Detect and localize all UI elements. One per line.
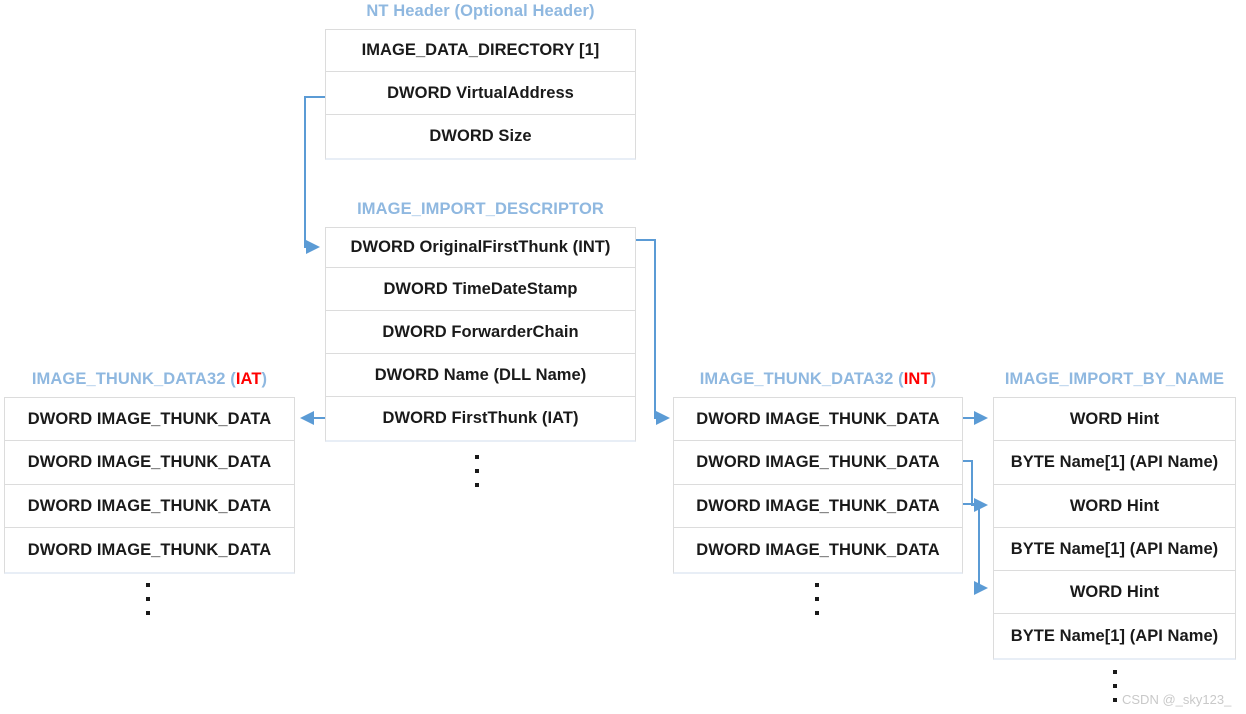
- table-row[interactable]: DWORD IMAGE_THUNK_DATA: [674, 528, 962, 572]
- block-import-descriptor: IMAGE_IMPORT_DESCRIPTOR DWORD OriginalFi…: [325, 200, 636, 442]
- table-row[interactable]: BYTE Name[1] (API Name): [994, 441, 1235, 485]
- thunk-int-title-highlight: INT: [903, 370, 931, 388]
- table-row[interactable]: DWORD Size: [326, 115, 635, 158]
- nt-header-table: IMAGE_DATA_DIRECTORY [1] DWORD VirtualAd…: [325, 29, 636, 160]
- thunk-iat-title-highlight: IAT: [235, 370, 262, 388]
- table-row[interactable]: DWORD ForwarderChain: [326, 311, 635, 354]
- table-row[interactable]: DWORD IMAGE_THUNK_DATA: [674, 398, 962, 441]
- import-by-name-table: WORD Hint BYTE Name[1] (API Name) WORD H…: [993, 397, 1236, 660]
- table-row[interactable]: WORD Hint: [994, 398, 1235, 441]
- thunk-int-title: IMAGE_THUNK_DATA32 (INT): [673, 370, 963, 389]
- table-row[interactable]: DWORD FirstThunk (IAT): [326, 397, 635, 440]
- table-row[interactable]: BYTE Name[1] (API Name): [994, 528, 1235, 571]
- connector-int-row2-to-hint2: [962, 460, 988, 512]
- import-descriptor-title: IMAGE_IMPORT_DESCRIPTOR: [357, 200, 604, 218]
- nt-header-title: NT Header (Optional Header): [366, 2, 595, 20]
- table-row[interactable]: DWORD TimeDateStamp: [326, 268, 635, 311]
- table-row[interactable]: DWORD IMAGE_THUNK_DATA: [674, 485, 962, 528]
- import-by-name-title: IMAGE_IMPORT_BY_NAME: [1004, 370, 1225, 388]
- block-nt-header: NT Header (Optional Header) IMAGE_DATA_D…: [325, 2, 636, 162]
- connector-originalfirstthunk-to-int: [636, 239, 670, 425]
- table-row[interactable]: IMAGE_DATA_DIRECTORY [1]: [326, 30, 635, 72]
- connector-int-row3-to-hint3: [962, 503, 988, 595]
- import-descriptor-table: DWORD OriginalFirstThunk (INT) DWORD Tim…: [325, 227, 636, 442]
- connector-virtualaddress-to-originalfirstthunk: [304, 96, 325, 254]
- block-thunk-int: IMAGE_THUNK_DATA32 (INT) DWORD IMAGE_THU…: [673, 370, 963, 574]
- watermark-text: CSDN @_sky123_: [1122, 692, 1232, 707]
- table-row[interactable]: DWORD IMAGE_THUNK_DATA: [674, 441, 962, 485]
- thunk-int-title-suffix: ): [930, 370, 937, 388]
- thunk-int-ellipsis: [814, 583, 819, 615]
- import-descriptor-ellipsis: [474, 455, 479, 487]
- table-row[interactable]: DWORD OriginalFirstThunk (INT): [326, 228, 635, 268]
- table-row[interactable]: DWORD IMAGE_THUNK_DATA: [5, 528, 294, 572]
- table-row[interactable]: DWORD IMAGE_THUNK_DATA: [5, 398, 294, 441]
- block-thunk-iat: IMAGE_THUNK_DATA32 (IAT) DWORD IMAGE_THU…: [4, 370, 295, 574]
- table-row[interactable]: DWORD IMAGE_THUNK_DATA: [5, 441, 294, 485]
- thunk-iat-title: IMAGE_THUNK_DATA32 (IAT): [4, 370, 295, 389]
- thunk-iat-table: DWORD IMAGE_THUNK_DATA DWORD IMAGE_THUNK…: [4, 397, 295, 574]
- table-row[interactable]: WORD Hint: [994, 485, 1235, 528]
- thunk-iat-ellipsis: [145, 583, 150, 615]
- table-row[interactable]: BYTE Name[1] (API Name): [994, 614, 1235, 658]
- block-import-by-name: IMAGE_IMPORT_BY_NAME WORD Hint BYTE Name…: [993, 370, 1236, 660]
- thunk-iat-title-prefix: IMAGE_THUNK_DATA32 (: [31, 370, 236, 388]
- table-row[interactable]: DWORD VirtualAddress: [326, 72, 635, 115]
- table-row[interactable]: WORD Hint: [994, 571, 1235, 614]
- thunk-int-title-prefix: IMAGE_THUNK_DATA32 (: [699, 370, 904, 388]
- thunk-int-table: DWORD IMAGE_THUNK_DATA DWORD IMAGE_THUNK…: [673, 397, 963, 574]
- table-row[interactable]: DWORD IMAGE_THUNK_DATA: [5, 485, 294, 528]
- thunk-iat-title-suffix: ): [261, 370, 268, 388]
- table-row[interactable]: DWORD Name (DLL Name): [326, 354, 635, 397]
- import-by-name-ellipsis: [1112, 670, 1117, 702]
